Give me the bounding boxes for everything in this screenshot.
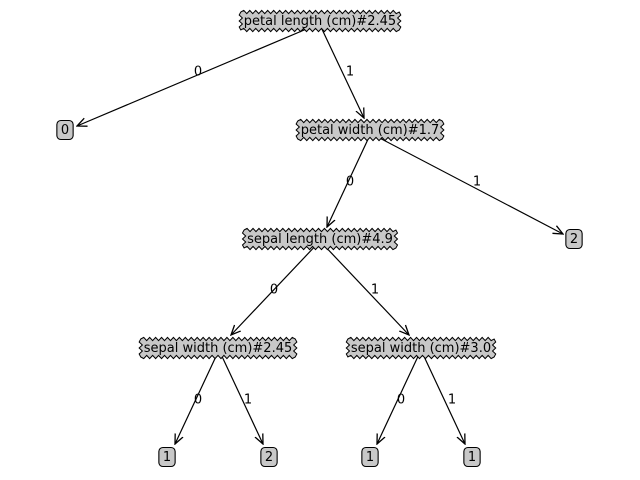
node-label: petal width (cm)#1.7 [301,123,440,138]
nodes-layer: petal length (cm)#2.45 0 petal width (cm)#… [56,9,583,468]
edge-n-sepal-width-a-to-n-leaf-1a [175,349,220,444]
node-label: sepal width (cm)#2.45 [144,341,293,356]
node-leaf-1c: 1 [463,446,481,468]
edge-label-n-sepal-width-a-to-n-leaf-2b: 1 [244,393,252,408]
node-label: 1 [468,450,476,465]
node-label: sepal width (cm)#3.0 [351,341,491,356]
edges-layer: 0 1 0 1 0 1 0 1 0 1 [77,24,563,444]
node-petal-width: petal width (cm)#1.7 [295,118,445,142]
node-sepal-length: sepal length (cm)#4.9 [241,227,399,251]
node-box [565,228,583,250]
edge-label-n-root-to-n-petal-width: 1 [346,65,354,80]
edge-n-sepal-width-b-to-n-leaf-1c [420,349,465,444]
node-label: 1 [163,450,171,465]
node-box [158,446,176,468]
edge-label-n-sepal-width-b-to-n-leaf-1b: 0 [397,393,405,408]
node-leaf-1b: 1 [361,446,379,468]
node-label: 0 [61,123,69,138]
node-label: 2 [265,450,273,465]
node-box [345,336,497,360]
node-label: 2 [570,232,578,247]
edge-label-n-root-to-n-leaf-0: 0 [194,65,202,80]
node-leaf-0: 0 [56,119,74,141]
edge-n-petal-width-to-n-leaf-2a [369,132,563,234]
node-leaf-2a: 2 [565,228,583,250]
edge-label-n-sepal-length-to-n-sepal-width-a: 0 [270,283,278,298]
node-label: petal length (cm)#2.45 [244,14,396,29]
node-label: sepal length (cm)#4.9 [247,232,393,247]
node-label: 1 [366,450,374,465]
edge-label-n-petal-width-to-n-leaf-2a: 1 [473,175,481,190]
edge-n-root-to-n-leaf-0 [77,24,317,126]
node-box [463,446,481,468]
edge-n-sepal-length-to-n-sepal-width-a [231,240,321,335]
edge-label-n-sepal-width-b-to-n-leaf-1c: 1 [448,393,456,408]
node-box [56,119,74,141]
edge-label-n-sepal-length-to-n-sepal-width-b: 1 [371,283,379,298]
node-box [238,9,402,33]
edge-n-petal-width-to-n-sepal-length [327,134,371,227]
node-sepal-width-a: sepal width (cm)#2.45 [138,336,298,360]
node-sepal-width-b: sepal width (cm)#3.0 [345,336,497,360]
node-leaf-1a: 1 [158,446,176,468]
node-box [361,446,379,468]
node-box [295,118,445,142]
edge-n-sepal-width-a-to-n-leaf-2b [218,349,263,444]
edge-n-sepal-length-to-n-sepal-width-b [319,240,409,335]
edge-n-sepal-width-b-to-n-leaf-1b [377,349,422,444]
edge-label-n-sepal-width-a-to-n-leaf-1a: 0 [194,393,202,408]
node-leaf-2b: 2 [260,446,278,468]
node-box [241,227,399,251]
edge-label-n-petal-width-to-n-sepal-length: 0 [346,175,354,190]
node-root: petal length (cm)#2.45 [238,9,402,33]
node-box [138,336,298,360]
node-box [260,446,278,468]
edge-n-root-to-n-petal-width [319,24,364,118]
